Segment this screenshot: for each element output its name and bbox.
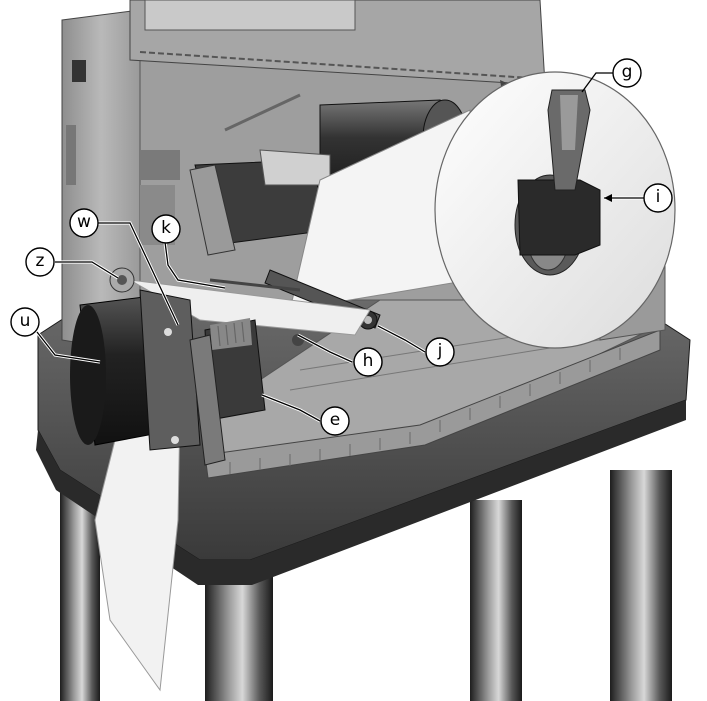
- leader-k: [164, 241, 226, 289]
- leader-u: [36, 331, 101, 363]
- callout-j: j: [425, 337, 455, 367]
- leader-j: [377, 325, 426, 353]
- callout-w-label: w: [77, 212, 91, 232]
- stand-leg-far-right: [610, 470, 672, 701]
- callout-i: i: [643, 183, 673, 213]
- callout-k-label: k: [161, 218, 171, 238]
- leader-h: [297, 334, 353, 363]
- rewind-drum: [70, 267, 201, 451]
- callout-g: g: [612, 58, 642, 88]
- callout-e-label: e: [330, 410, 340, 430]
- media-sensor-assembly: [189, 318, 304, 466]
- leader-e: [261, 394, 321, 422]
- callout-i-label: i: [656, 187, 661, 207]
- callout-k: k: [151, 214, 181, 244]
- callout-u: u: [10, 307, 40, 337]
- leader-z: [55, 261, 119, 279]
- leader-g: [581, 72, 613, 93]
- media-web: [94, 279, 371, 692]
- printhead-assembly: [189, 149, 331, 256]
- stand-leg-rear-right: [470, 500, 522, 701]
- callout-z-label: z: [36, 251, 45, 271]
- callout-g-label: g: [622, 62, 633, 82]
- callout-w: w: [69, 208, 99, 238]
- callout-j-label: j: [437, 341, 443, 361]
- callout-z: z: [25, 247, 55, 277]
- callout-h-label: h: [363, 351, 374, 371]
- leader-w: [98, 222, 179, 326]
- media-roll: [289, 71, 676, 349]
- callout-e: e: [320, 406, 350, 436]
- leader-lines: [35, 72, 645, 423]
- callout-h: h: [353, 347, 383, 377]
- callout-u-label: u: [20, 311, 31, 331]
